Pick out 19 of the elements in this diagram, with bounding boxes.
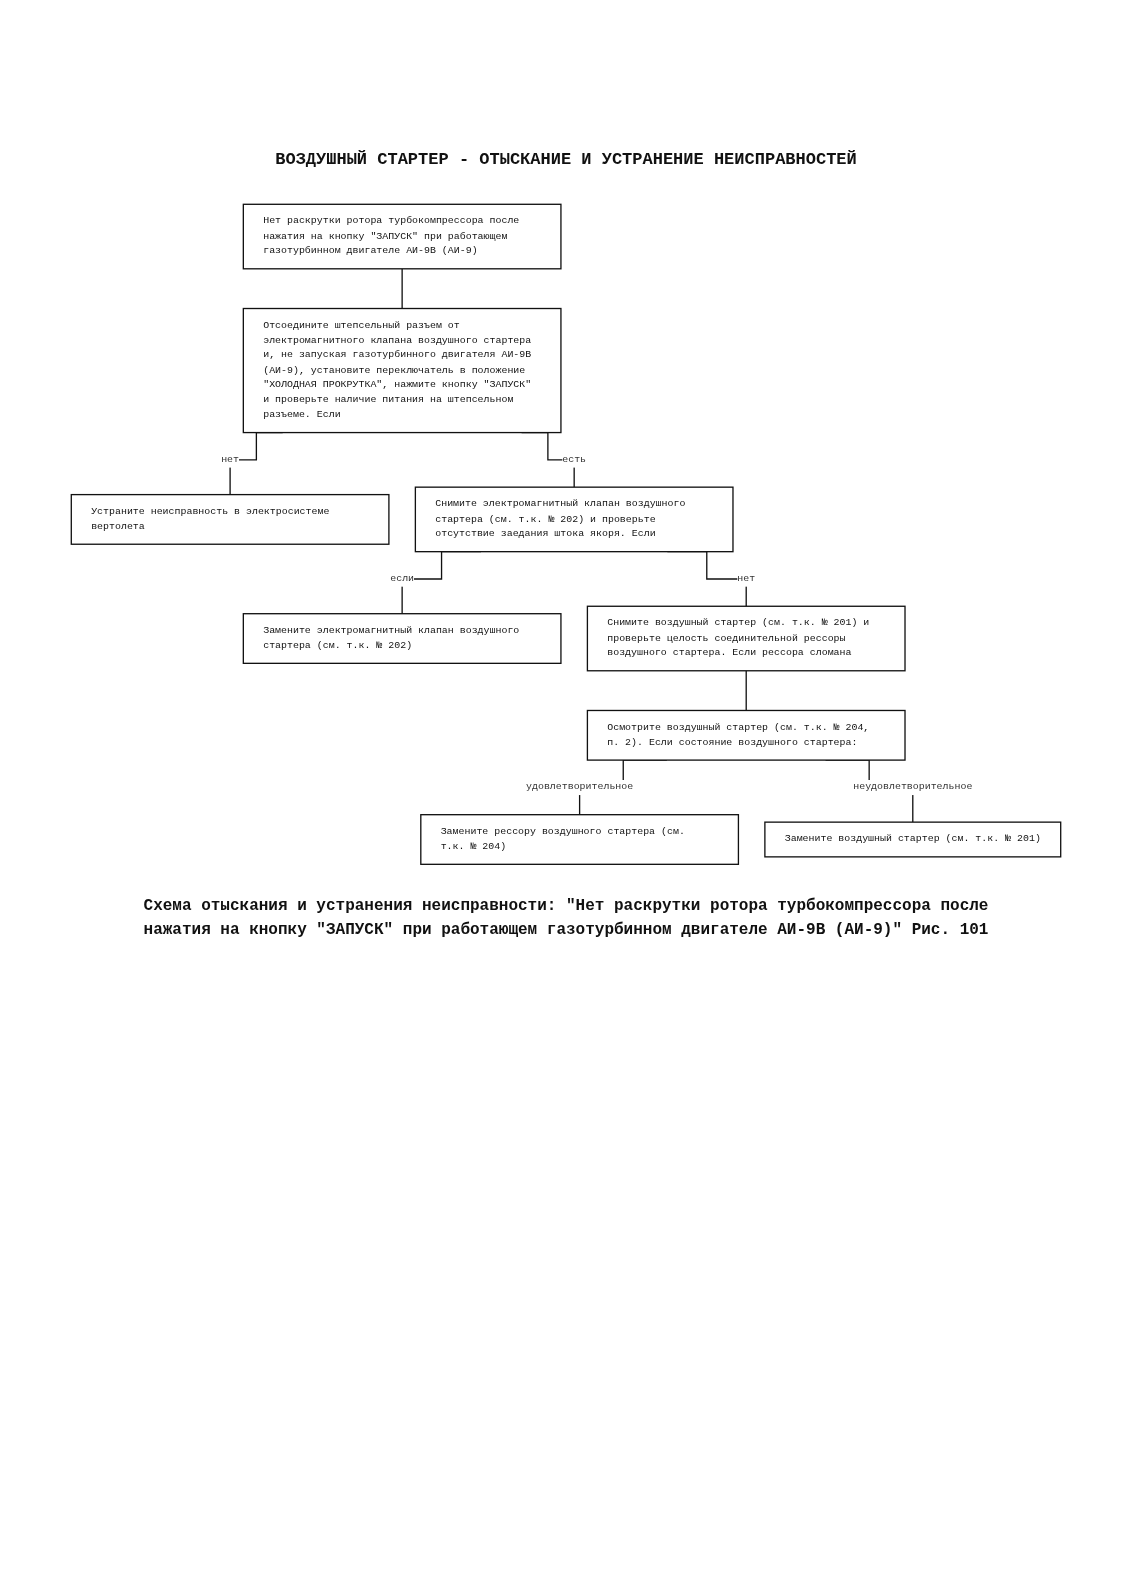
node-box: Отсоедините штепсельный разъем от электромагнитного клапана воздушного стартера и, не запуская газотурбинного двигателя АИ-9В (АИ-9), установите переключатель в положение "ХОЛОДНАЯ ПРОКРУТКА", нажмите кнопку "ЗАПУСК" и проверьте наличие питания на штепсельном разъеме. Если (242, 307, 562, 434)
connector (745, 670, 747, 712)
edge-label: неудовлетворительное (853, 781, 973, 793)
node-box: Устраните неисправность в электросистеме вертолета (70, 493, 390, 545)
edge-label: есть (562, 453, 587, 465)
node-box: Замените воздушный стартер (см. т.к. № 201) (764, 821, 1062, 858)
node-box: Нет раскрутки ротора турбокомпрессора после нажатия на кнопку "ЗАПУСК" при работающем газотурбинном двигателе АИ-9В (АИ-9) (242, 203, 562, 270)
edge-label: удовлетворительное (526, 781, 634, 793)
node-box: Снимите воздушный стартер (см. т.к. № 201) и проверьте целость соединительной рессоры воздушного стартера. Если рессора сломана (586, 605, 906, 672)
node-box: Снимите электромагнитный клапан воздушного стартера (см. т.к. № 202) и проверьте отсутствие заедания штока якоря. Если (414, 486, 734, 553)
node-box: Осмотрите воздушный стартер (см. т.к. № 204, п. 2). Если состояние воздушного стартера: (586, 709, 906, 761)
title: ВОЗДУШНЫЙ СТАРТЕР - ОТЫСКАНИЕ И УСТРАНЕНИЕ НЕИСПРАВНОСТЕЙ (274, 150, 858, 169)
connector (401, 268, 403, 310)
node-box: Замените электромагнитный клапан воздушного стартера (см. т.к. № 202) (242, 613, 562, 664)
edge-label: если (390, 572, 415, 585)
caption: Схема отыскания и устранения неисправности: "Нет раскрутки ротора турбокомпрессора после нажатия на кнопку "ЗАПУСК" при работающем газотурбинном двигателе АИ-9В (АИ-9)" Рис. 101 (142, 895, 990, 941)
node-box: Замените рессору воздушного стартера (см. т.к. № 204) (420, 814, 740, 865)
edge-label: нет (221, 453, 240, 465)
edge-label: нет (737, 572, 756, 585)
